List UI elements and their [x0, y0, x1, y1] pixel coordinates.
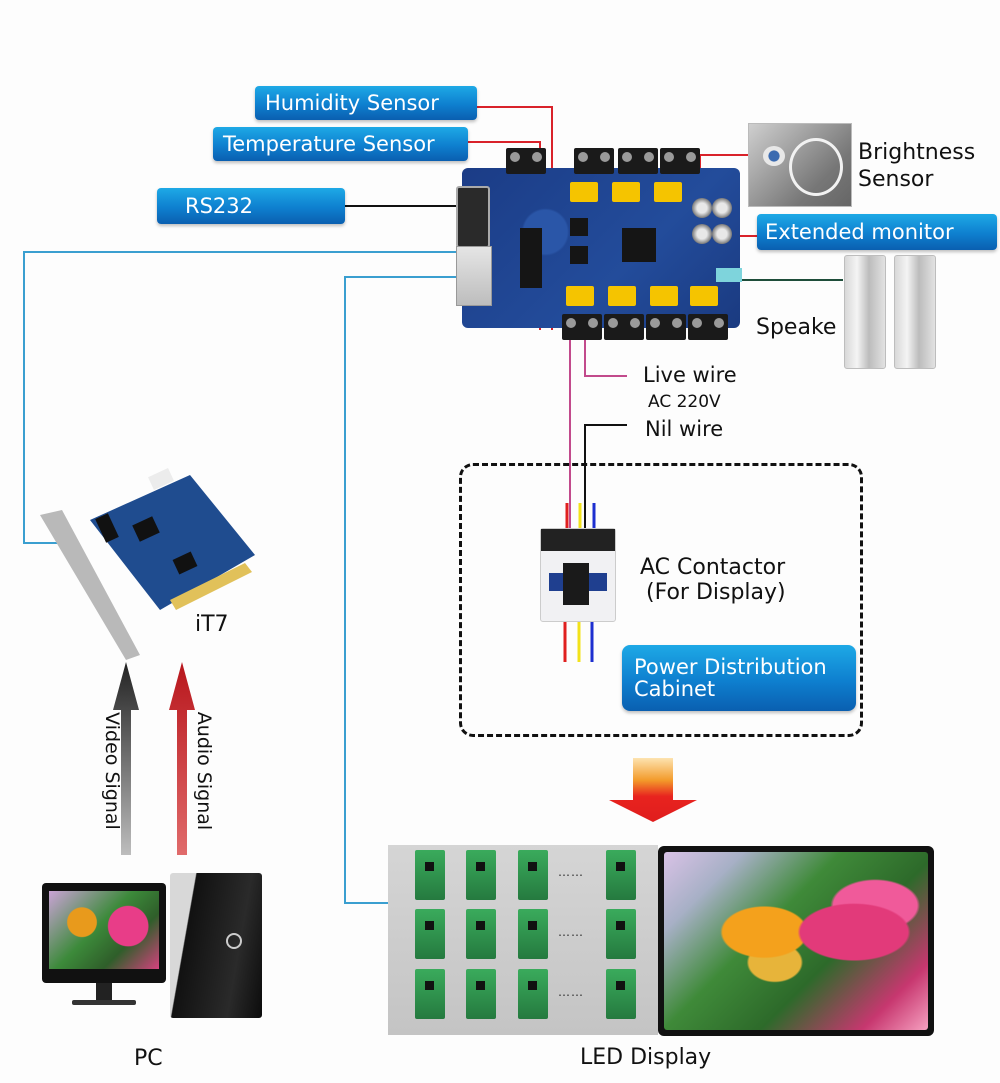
- rs232-port: [456, 186, 490, 248]
- receiver-card: [518, 909, 548, 959]
- video-signal-label: Video Signal: [101, 712, 123, 830]
- speaker-left: [844, 255, 886, 369]
- audio-jack: [712, 198, 732, 218]
- brightness-sensor-image: [748, 123, 852, 207]
- brightness-line2: Sensor: [858, 167, 934, 192]
- card-power-connector: [148, 468, 174, 490]
- it7-sending-card: [40, 468, 255, 660]
- receiver-card: [518, 850, 548, 900]
- pc-label: PC: [134, 1046, 163, 1071]
- receiver-card: [466, 969, 496, 1019]
- audio-jack: [692, 198, 712, 218]
- terminal-block: [646, 314, 686, 340]
- relay: [690, 286, 718, 306]
- led-display-screen: [658, 846, 934, 1036]
- ac-contactor: [540, 528, 616, 622]
- receiver-ellipsis: ……: [558, 985, 584, 999]
- card-chip: [172, 551, 198, 575]
- audio-signal-label: Audio Signal: [193, 711, 215, 831]
- receiver-card: [466, 850, 496, 900]
- temperature-sensor-label: Temperature Sensor: [213, 127, 468, 161]
- relay: [608, 286, 636, 306]
- card-chip: [95, 513, 119, 543]
- power-button: [226, 933, 242, 949]
- terminal-block: [618, 148, 658, 174]
- nil-wire-label: Nil wire: [645, 417, 724, 441]
- ac-voltage-label: AC 220V: [648, 392, 721, 412]
- video-signal-arrow: [113, 662, 139, 855]
- pc-tower: [170, 873, 262, 1018]
- wire-board-to-led: [344, 276, 470, 904]
- extended-monitor-label: Extended monitor: [757, 214, 997, 250]
- receiver-card: [415, 909, 445, 959]
- led-display-label: LED Display: [580, 1045, 712, 1070]
- terminal-block: [574, 148, 614, 174]
- monitor-base: [72, 1000, 136, 1005]
- receiver-ellipsis: ……: [558, 925, 584, 939]
- wire-live-label: [584, 330, 627, 377]
- relay: [650, 286, 678, 306]
- rs232-label: RS232: [157, 188, 345, 224]
- chip: [570, 218, 588, 236]
- audio-jack: [692, 224, 712, 244]
- receiver-card: [518, 969, 548, 1019]
- led-display-image: [664, 852, 928, 1030]
- terminal-block: [604, 314, 644, 340]
- speaker-right: [894, 255, 936, 369]
- control-board: [456, 148, 742, 340]
- ac-contactor-line2: (For Display): [646, 580, 786, 605]
- it7-label: iT7: [195, 612, 229, 637]
- monitor-stand: [96, 983, 112, 1001]
- relay: [570, 182, 598, 202]
- brightness-line1: Brightness: [858, 140, 976, 165]
- relay: [654, 182, 682, 202]
- receiver-card: [415, 850, 445, 900]
- speaker-label: Speake: [756, 315, 837, 340]
- sensor-cable: [789, 138, 843, 196]
- receiver-card: [606, 969, 636, 1019]
- card-gold-fingers: [170, 563, 252, 610]
- power-distribution-cabinet-label: Power Distribution Cabinet: [622, 645, 856, 711]
- power-distribution-cabinet: [459, 463, 863, 737]
- chip: [570, 246, 588, 264]
- card-bracket: [40, 510, 140, 660]
- wire-nil: [584, 424, 627, 540]
- humidity-sensor-label: Humidity Sensor: [255, 86, 477, 120]
- receiver-card: [606, 909, 636, 959]
- receiver-card-panel: …… …… ……: [388, 845, 658, 1035]
- audio-signal-arrow: [169, 662, 195, 855]
- card-chip: [132, 516, 160, 542]
- receiver-card: [415, 969, 445, 1019]
- ac-contactor-label: AC Contactor (For Display): [640, 555, 786, 605]
- terminal-block: [562, 314, 602, 340]
- receiver-ellipsis: ……: [558, 865, 584, 879]
- terminal-block: [506, 148, 546, 174]
- receiver-card: [606, 850, 636, 900]
- brightness-sensor-label: Brightness Sensor: [858, 139, 975, 193]
- sensor-head: [763, 146, 785, 166]
- power-cabinet-line2: Cabinet: [634, 677, 716, 701]
- chip: [520, 228, 542, 288]
- ac-contactor-line1: AC Contactor: [640, 555, 786, 580]
- audio-output-jack: [716, 268, 742, 282]
- ethernet-ports: [456, 246, 492, 306]
- audio-jack: [712, 224, 732, 244]
- relay: [612, 182, 640, 202]
- terminal-block: [688, 314, 728, 340]
- wire-it7-to-board: [23, 251, 470, 544]
- monitor-screen: [49, 891, 159, 969]
- card-pcb: [90, 475, 255, 610]
- contactor-actuator: [563, 563, 589, 605]
- relay: [566, 286, 594, 306]
- pc-monitor: [42, 883, 166, 983]
- receiver-card: [466, 909, 496, 959]
- terminal-block: [660, 148, 700, 174]
- power-to-display-arrow: [609, 758, 697, 822]
- main-processor: [622, 228, 656, 262]
- contactor-top: [541, 529, 615, 551]
- power-cabinet-line1: Power Distribution: [634, 655, 827, 679]
- live-wire-label: Live wire: [643, 363, 737, 387]
